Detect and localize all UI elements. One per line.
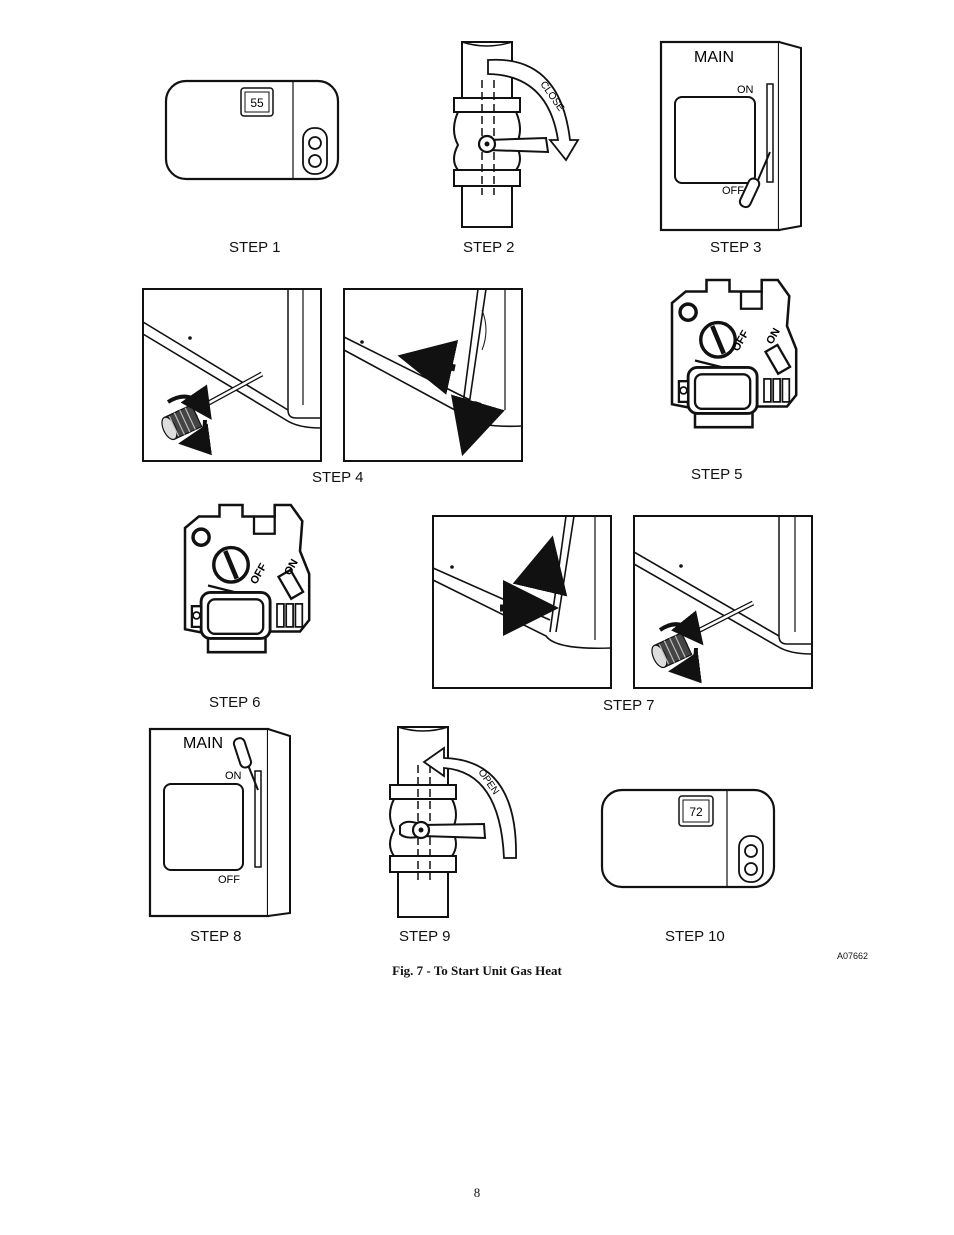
step4-panel-remove bbox=[343, 288, 523, 462]
main-switch-off: MAIN ON OFF bbox=[659, 40, 802, 232]
step-1-label: STEP 1 bbox=[229, 239, 281, 256]
step-4-label: STEP 4 bbox=[312, 469, 364, 486]
thermostat-start: 55 bbox=[164, 79, 340, 181]
thermostat-setting-72: 72 bbox=[689, 805, 703, 819]
figure-code: A07662 bbox=[837, 951, 869, 961]
step-9-label: STEP 9 bbox=[399, 928, 451, 945]
step-7-label: STEP 7 bbox=[603, 697, 655, 714]
step-3-label: STEP 3 bbox=[710, 239, 762, 256]
step-2-label: STEP 2 bbox=[463, 239, 515, 256]
main-switch-on: MAIN ON OFF bbox=[148, 727, 291, 918]
step4-panel-screwdriver bbox=[142, 288, 322, 462]
gas-valve-open: OPEN bbox=[389, 726, 517, 918]
thermostat-end: 72 bbox=[600, 788, 776, 889]
page-number: 8 bbox=[473, 1185, 481, 1200]
gas-valve-close: CLOSE bbox=[453, 41, 580, 228]
step7-panel-screwdriver bbox=[633, 515, 813, 689]
main-label-on: MAIN bbox=[183, 735, 223, 752]
step-5-label: STEP 5 bbox=[691, 466, 743, 483]
step-10-label: STEP 10 bbox=[665, 928, 725, 945]
step-6-label: STEP 6 bbox=[209, 694, 261, 711]
thermostat-setting-55: 55 bbox=[250, 96, 264, 110]
step7-panel-replace bbox=[432, 515, 612, 689]
off-label-on-switch: OFF bbox=[218, 874, 240, 886]
step-8-label: STEP 8 bbox=[190, 928, 242, 945]
control-valve-step5: OFF ON bbox=[672, 280, 796, 427]
on-label-off-switch: ON bbox=[737, 84, 754, 96]
main-label-off: MAIN bbox=[694, 49, 734, 66]
on-label-on-switch: ON bbox=[225, 770, 242, 782]
figure-caption: Fig. 7 - To Start Unit Gas Heat bbox=[392, 963, 562, 978]
off-label-off-switch: OFF bbox=[722, 185, 744, 197]
control-valve-step6: OFF ON bbox=[185, 505, 309, 652]
